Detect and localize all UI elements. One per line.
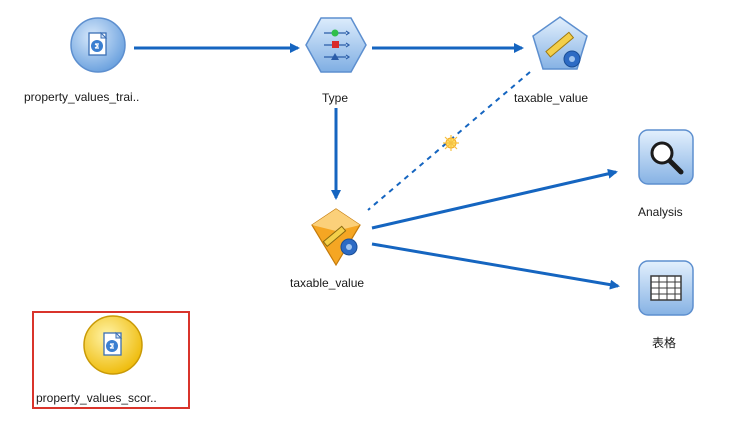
analysis-node-icon[interactable] [638, 129, 694, 185]
type-node-icon[interactable] [305, 17, 367, 73]
model-node-label[interactable]: taxable_value [514, 91, 589, 105]
source-node-icon[interactable] [70, 17, 126, 73]
score-source-node-label[interactable]: property_values_scor.. [36, 391, 157, 405]
table-node-label[interactable]: 表格 [652, 336, 677, 350]
update-sparkle-icon [443, 135, 459, 151]
link-nugget-to-analysis[interactable] [371, 168, 618, 230]
model-nugget-icon[interactable] [311, 208, 361, 267]
table-node-icon[interactable] [638, 260, 694, 316]
analysis-node-label[interactable]: Analysis [638, 205, 683, 219]
model-nugget-label[interactable]: taxable_value [290, 276, 365, 290]
model-node-icon[interactable] [532, 16, 588, 70]
link-nugget-to-table[interactable] [371, 242, 620, 290]
score-source-node-icon[interactable] [83, 315, 143, 375]
selection-highlight [32, 311, 190, 409]
type-node-label[interactable]: Type [322, 91, 349, 105]
source-node-label[interactable]: property_values_trai.. [24, 90, 140, 104]
